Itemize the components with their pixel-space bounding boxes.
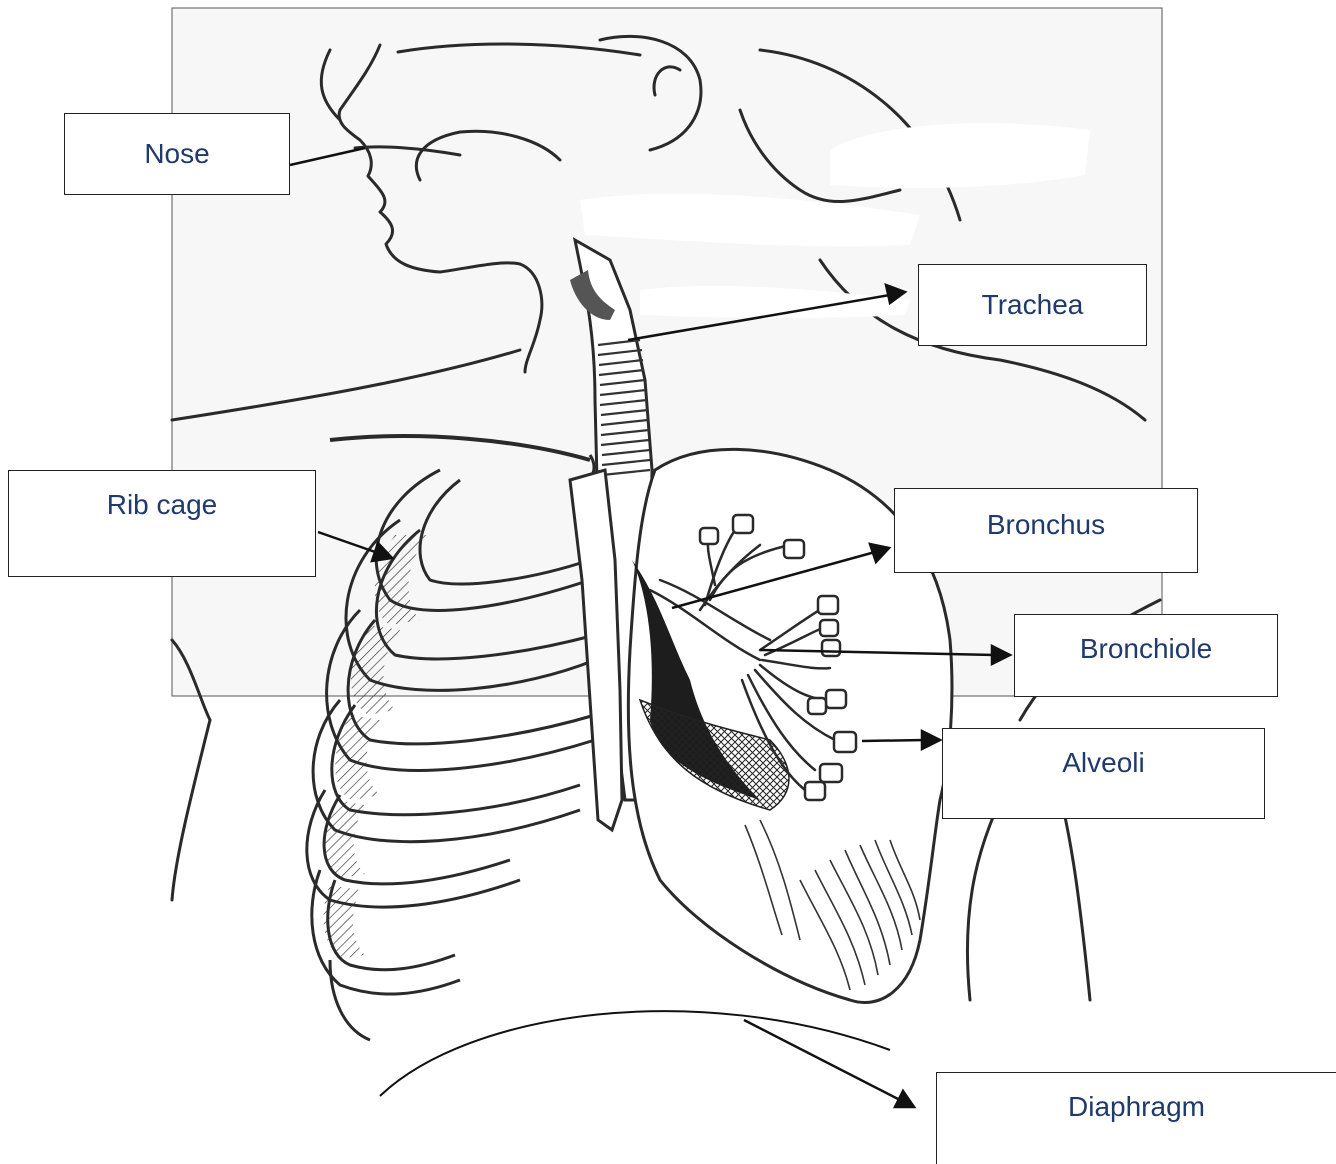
label-nose-text: Nose — [144, 138, 209, 170]
label-trachea-text: Trachea — [982, 289, 1084, 321]
label-rib-cage: Rib cage — [8, 470, 316, 577]
label-bronchiole-text: Bronchiole — [1080, 633, 1212, 665]
diaphragm-curve — [380, 1011, 890, 1096]
label-bronchus-text: Bronchus — [987, 509, 1105, 541]
label-alveoli: Alveoli — [942, 728, 1265, 819]
label-diaphragm: Diaphragm — [936, 1072, 1336, 1164]
label-trachea: Trachea — [918, 264, 1147, 346]
label-diaphragm-text: Diaphragm — [1068, 1091, 1205, 1123]
label-bronchus: Bronchus — [894, 488, 1198, 573]
label-nose: Nose — [64, 113, 290, 195]
label-rib-cage-text: Rib cage — [107, 489, 218, 521]
label-bronchiole: Bronchiole — [1014, 614, 1278, 697]
label-alveoli-text: Alveoli — [1062, 747, 1144, 779]
